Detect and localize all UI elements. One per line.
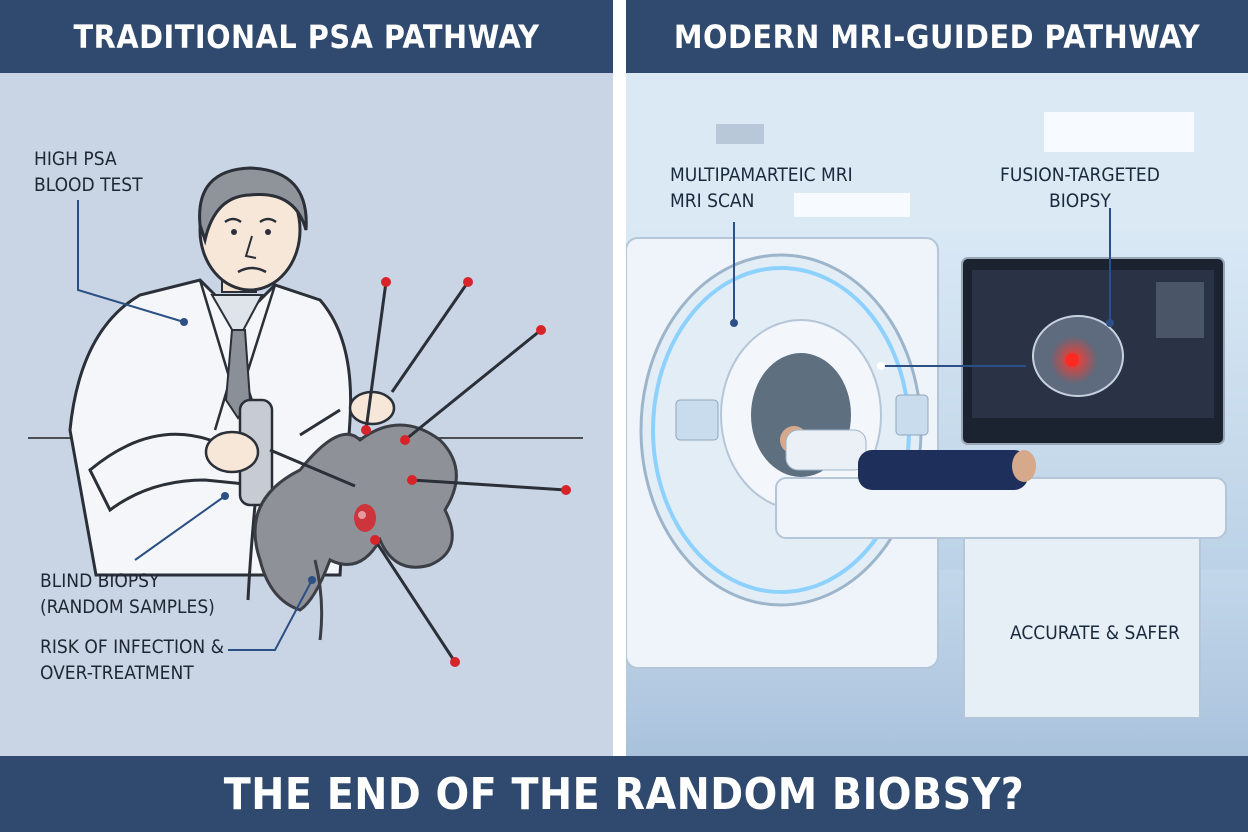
footer-question: THE END OF THE RANDOM BIOBSY? [0,756,1248,832]
patient-legs [858,450,1028,490]
traditional-pathway-title: TRADITIONAL PSA PATHWAY [0,0,613,73]
callout-lines-right [733,208,1111,367]
label-blind-biopsy: BLIND BIOPSY (RANDOM SAMPLES) [40,570,215,618]
label-fusion-biopsy: FUSION-TARGETED BIOPSY [1000,164,1160,212]
panel-divider [613,0,626,756]
ceiling-light [1044,112,1194,152]
label-mri-scan: MULTIPAMARTEIC MRI MRI SCAN [670,164,853,212]
patient-shirt [785,429,867,471]
mri-room-illustration [626,73,1248,756]
needle-tips [361,277,571,667]
doctor-hair [198,166,308,246]
callout-lines [77,200,313,651]
modern-pathway-panel: MODERN MRI-GUIDED PATHWAY [626,0,1248,756]
lesion [354,504,376,532]
fusion-target [1065,353,1079,367]
ceiling-light-2 [794,193,910,217]
label-accurate: ACCURATE & SAFER [1010,622,1180,644]
shirt-collar [210,294,264,343]
biopsy-needles [269,281,567,663]
label-high-psa: HIGH PSA BLOOD TEST [34,148,143,196]
traditional-pathway-panel: TRADITIONAL PSA PATHWAY [0,0,613,756]
doctor-hand [204,430,260,474]
modern-pathway-title: MODERN MRI-GUIDED PATHWAY [626,0,1248,73]
label-risk: RISK OF INFECTION & OVER-TREATMENT [40,636,224,684]
traditional-illustration [28,166,583,667]
probe-cable [246,504,257,601]
table-base [963,537,1201,719]
